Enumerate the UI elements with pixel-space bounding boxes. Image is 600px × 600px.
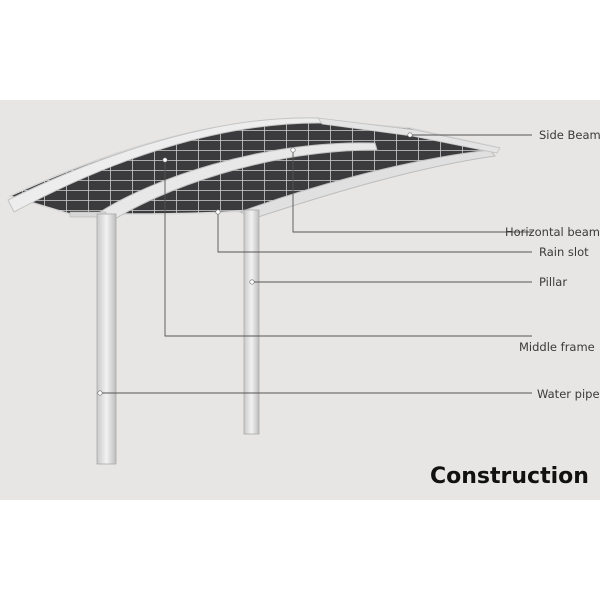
leader-middle-frame (164, 160, 532, 337)
label-pillar: Pillar (539, 275, 568, 289)
label-horizontal-beam: Horizontal beam (505, 225, 600, 239)
label-rain-slot: Rain slot (539, 245, 589, 259)
label-water-pipe: Water pipe (537, 387, 600, 401)
leader-horizontal-beam (292, 150, 532, 233)
dot-side-beam (407, 132, 413, 138)
diagram-title: Construction (430, 464, 589, 489)
dot-middle-frame (162, 157, 168, 163)
leader-rain-slot (217, 212, 532, 253)
dot-pillar (249, 279, 255, 285)
dot-rain-slot (215, 209, 221, 215)
label-middle-frame: Middle frame (519, 340, 595, 354)
rear-frame-shape (238, 149, 496, 219)
dot-horizontal-beam (290, 147, 296, 153)
front-pillar (96, 213, 117, 465)
rear-pillar (243, 209, 260, 435)
dot-water-pipe (97, 390, 103, 396)
label-side-beam: Side Beam (539, 128, 600, 142)
